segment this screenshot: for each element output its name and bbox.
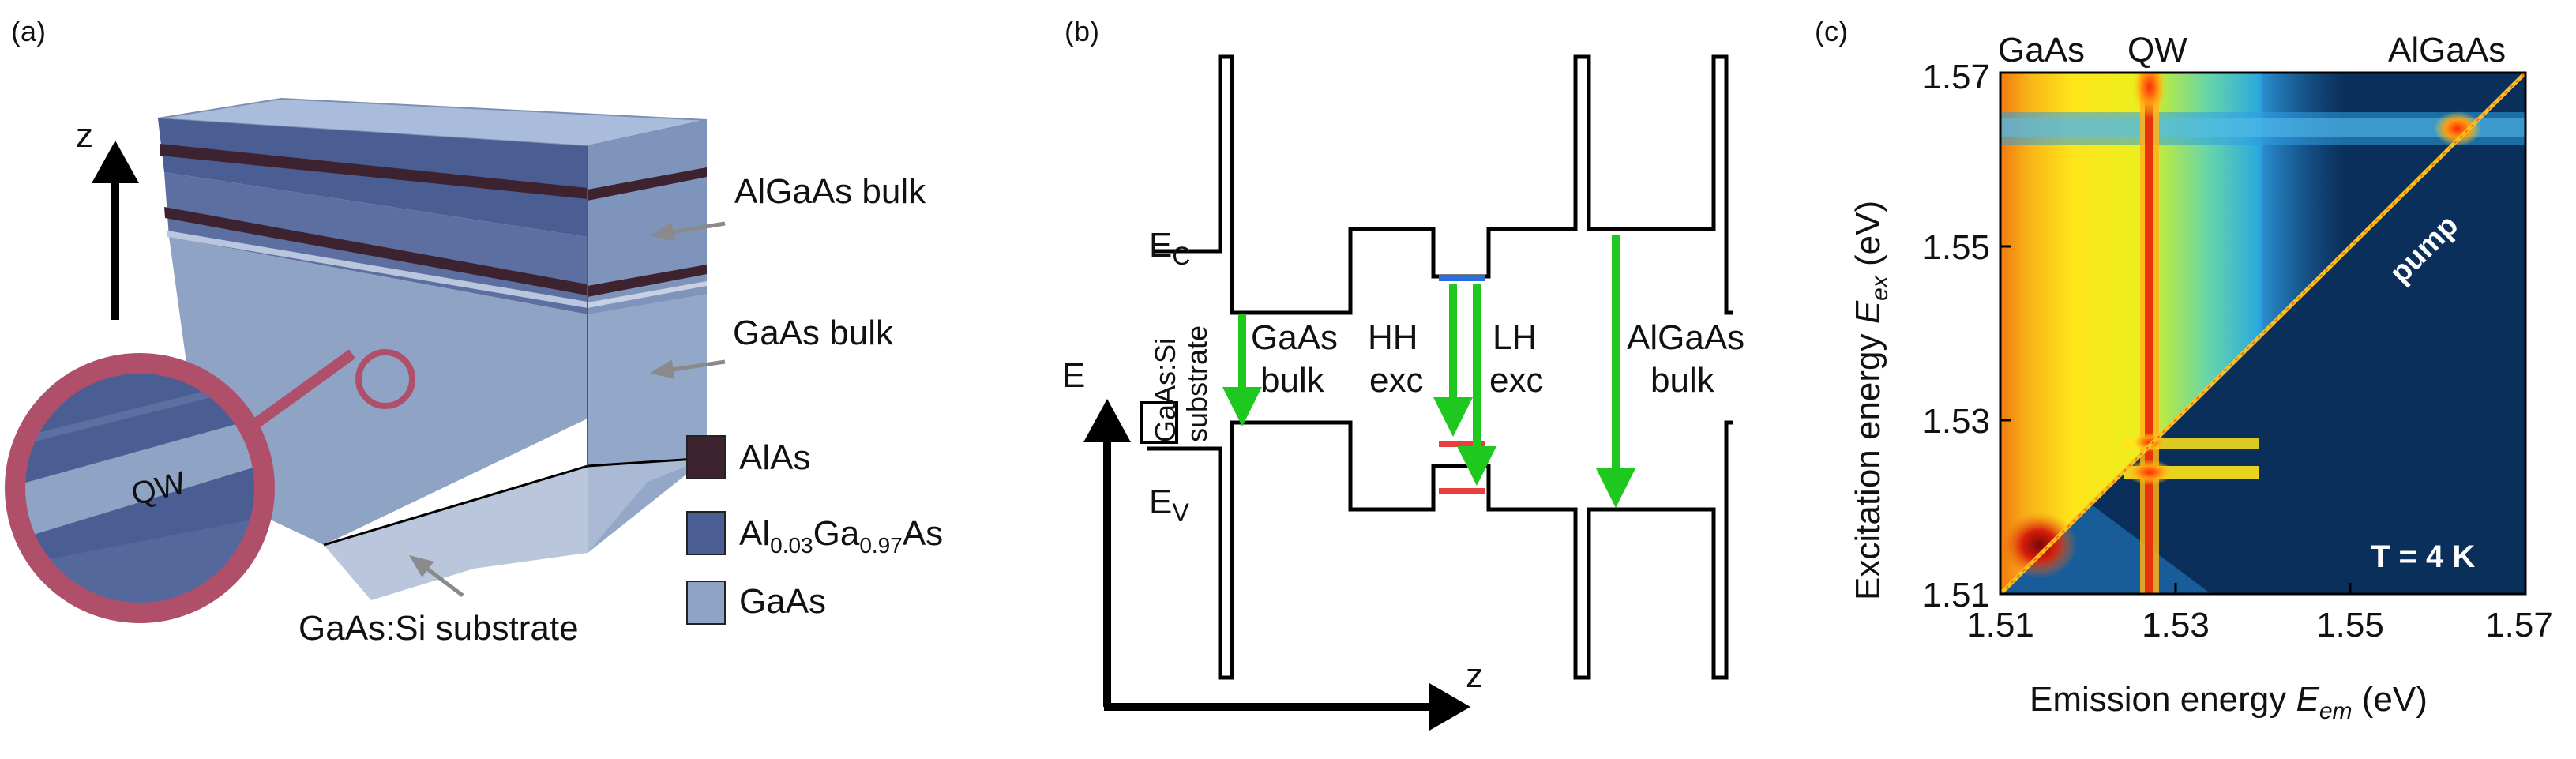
top-label-algaas: AlGaAs — [2388, 31, 2506, 70]
panel-c-label: (c) — [1815, 15, 1848, 47]
substrate-gap-mark — [1140, 401, 1178, 444]
y-axis-title: Excitation energy Eex (eV) — [1849, 201, 1893, 600]
legend-label-gaas: GaAs — [739, 582, 826, 621]
front-layer-alas-mid — [164, 207, 588, 295]
hh-exc-label-2: exc — [1369, 361, 1423, 400]
panel-a: (a) z — [5, 15, 943, 648]
z-axis-label: z — [76, 116, 93, 155]
y-tick-label: 1.57 — [1922, 58, 1990, 96]
valence-band-label: EV — [1149, 483, 1189, 527]
gaas-emission-peak — [2001, 512, 2077, 578]
sample-block — [157, 97, 708, 600]
x-tick-label: 1.55 — [2316, 606, 2384, 644]
top-label-qw: QW — [2127, 31, 2187, 70]
y-tick-label: 1.51 — [1922, 576, 1990, 614]
front-layer-gaas — [169, 237, 588, 545]
hh-exc-label-1: HH — [1368, 318, 1418, 357]
front-qw-stripe — [167, 231, 588, 308]
heatmap-frame — [1999, 71, 2527, 596]
magnifier-ring: QW — [5, 349, 415, 623]
substrate-callout: GaAs:Si substrate — [299, 609, 579, 648]
x-tick-label: 1.53 — [2142, 606, 2210, 644]
algaas-bulk-callout: AlGaAs bulk — [734, 172, 926, 211]
y-tick-label: 1.55 — [1922, 228, 1990, 267]
substrate-region-label: GaAs:Si substrate — [1149, 325, 1213, 442]
legend-label-algaas: Al0.03Ga0.97As — [739, 514, 943, 558]
top-label-gaas: GaAs — [1998, 31, 2085, 70]
temperature-label: T = 4 K — [2371, 539, 2475, 574]
legend-label-alas: AlAs — [739, 438, 810, 477]
algaas-bulk-region-label-1: AlGaAs — [1627, 318, 1744, 357]
qw-hotspot-lower — [2126, 460, 2173, 485]
legend-swatch-algaas — [686, 511, 726, 555]
x-axis-ticks — [1999, 583, 2527, 594]
energy-axis-label: E — [1062, 356, 1085, 395]
algaas-emission-peak — [2434, 111, 2481, 146]
gaas-bulk-region-label-2: bulk — [1260, 361, 1325, 400]
panel-b-label: (b) — [1065, 15, 1099, 47]
gaas-bulk-callout: GaAs bulk — [733, 314, 894, 352]
lh-exc-label-2: exc — [1489, 361, 1543, 400]
y-tick-label: 1.53 — [1922, 402, 1990, 441]
front-layer-alas-top — [160, 144, 588, 199]
legend: AlAs Al0.03Ga0.97As GaAs — [686, 435, 943, 625]
valence-band-edge — [1147, 420, 1733, 680]
panel-b: (b) E z EC EV GaAs:Si substrate — [1062, 15, 1744, 731]
position-axis-label: z — [1466, 656, 1483, 695]
algaas-bulk-region-label-2: bulk — [1650, 361, 1715, 400]
front-layer-algaas-mid — [164, 172, 588, 314]
conduction-band-label: EC — [1149, 226, 1190, 270]
legend-swatch-alas — [686, 435, 726, 479]
panel-c: (c) — [1815, 15, 2553, 724]
svg-text:substrate: substrate — [1181, 325, 1213, 442]
z-axis-arrow — [92, 141, 139, 320]
svg-text:GaAs:Si: GaAs:Si — [1149, 338, 1181, 442]
y-axis-ticks — [2000, 71, 2011, 596]
x-tick-label: 1.51 — [1966, 606, 2034, 644]
gaas-bulk-region-label-1: GaAs — [1251, 318, 1338, 357]
legend-swatch-gaas — [686, 581, 726, 625]
front-layer-algaas-top — [158, 118, 588, 237]
gaas-bulk-pointer — [650, 359, 726, 380]
svg-text:Excitation energy Eex (eV): Excitation energy Eex (eV) — [1849, 201, 1893, 600]
algaas-bulk-pointer — [650, 221, 726, 242]
substrate-pointer — [409, 555, 464, 597]
x-axis-title: Emission energy Eem (eV) — [2030, 680, 2428, 724]
qw-hotspot-top — [2132, 73, 2167, 118]
lh-exc-label-1: LH — [1493, 318, 1537, 357]
band-diagram-axes — [1083, 399, 1470, 731]
conduction-band-edge — [1153, 54, 1733, 315]
x-tick-label: 1.57 — [2485, 606, 2553, 644]
ple-heatmap — [2000, 73, 2525, 594]
panel-a-label: (a) — [11, 15, 46, 47]
